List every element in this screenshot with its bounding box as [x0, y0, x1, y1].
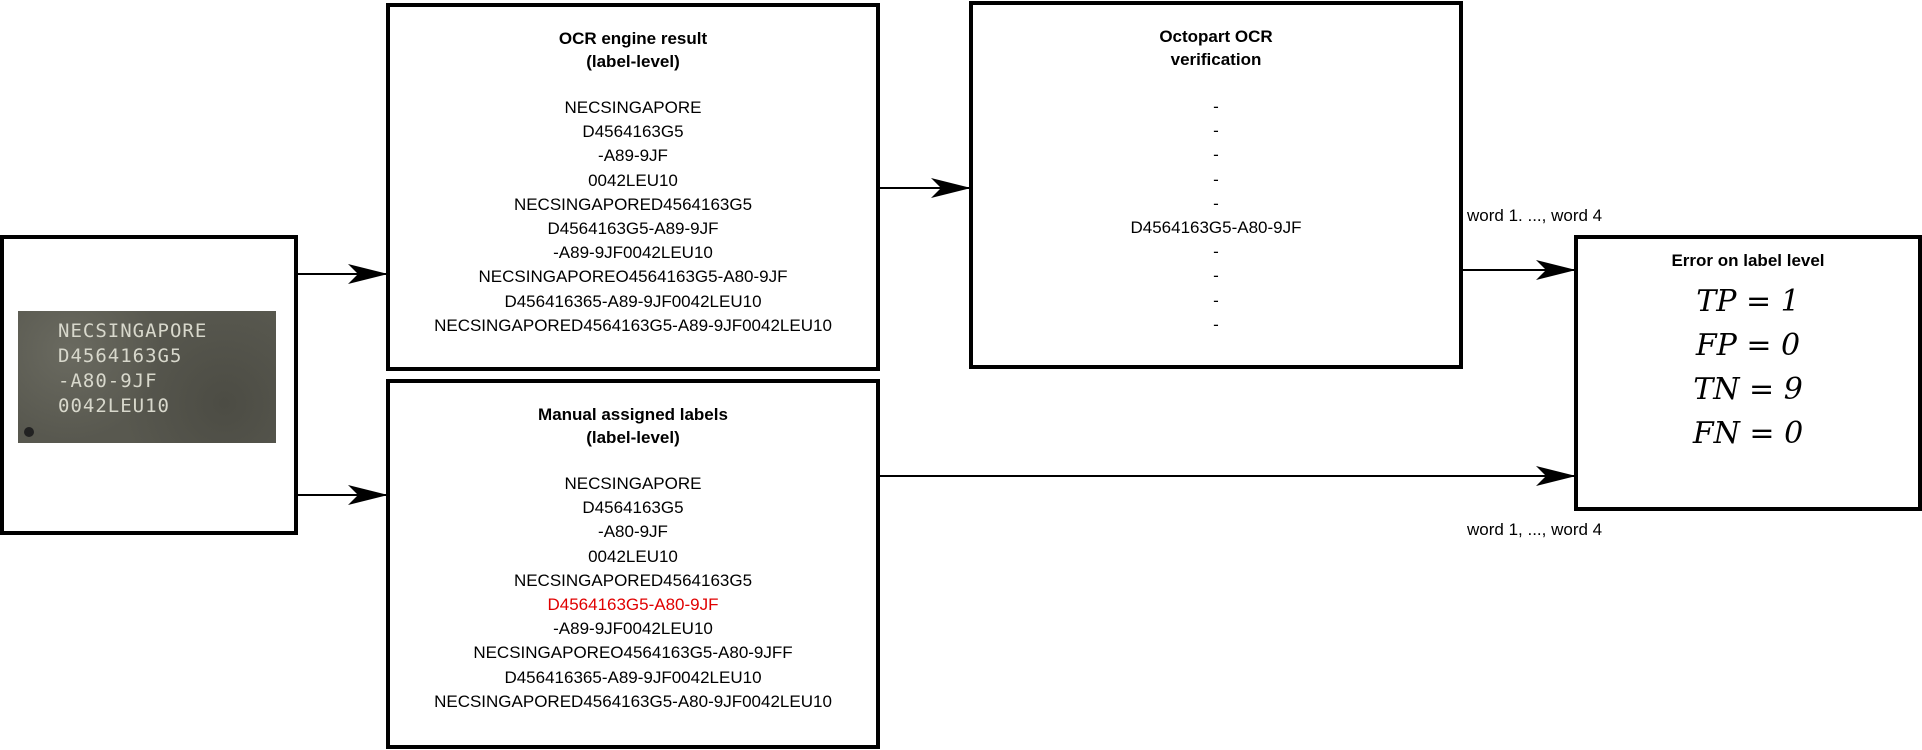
ocr-label-list: NECSINGAPORE D4564163G5 -A89-9JF 0042LEU… — [390, 96, 876, 338]
list-item: NECSINGAPORED4564163G5-A89-9JF0042LEU10 — [434, 315, 832, 335]
chip-photo: NECSINGAPORE D4564163G5 -A80-9JF 0042LEU… — [18, 311, 276, 443]
metric-fn: FN = 0 — [1692, 416, 1804, 451]
list-item: - — [1213, 169, 1219, 189]
list-item: NECSINGAPORE — [564, 474, 702, 493]
list-item: D456416365-A89-9JF0042LEU10 — [504, 667, 762, 687]
caption-word-range-top: word 1. ..., word 4 — [1467, 206, 1603, 225]
octopart-verification-box: Octopart OCR verification - - - - - D456… — [969, 1, 1463, 369]
list-item: D456416365-A89-9JF0042LEU10 — [504, 291, 762, 311]
list-item: NECSINGAPOREO4564163G5-A80-9JFF — [473, 643, 793, 663]
ocr-result-box: OCR engine result (label-level) NECSINGA… — [386, 3, 880, 371]
list-item: 0042LEU10 — [588, 546, 678, 566]
list-item: D4564163G5 — [582, 122, 684, 142]
list-item: 0042LEU10 — [588, 170, 678, 190]
list-item: -A89-9JF0042LEU10 — [553, 619, 713, 639]
list-item: D4564163G5-A80-9JF — [1130, 218, 1302, 238]
list-item: NECSINGAPORED4564163G5 — [513, 194, 753, 214]
octopart-label-list: - - - - - D4564163G5-A80-9JF - - - - — [973, 95, 1459, 337]
list-item: - — [1213, 314, 1219, 334]
list-item: - — [1213, 266, 1219, 286]
metric-fp: FP = 0 — [1695, 328, 1801, 363]
metrics-list: TP = 1 FP = 0 TN = 9 FN = 0 — [1578, 280, 1918, 456]
error-metrics-box: Error on label level TP = 1 FP = 0 TN = … — [1574, 235, 1922, 511]
list-item: NECSINGAPORED4564163G5 — [513, 570, 753, 590]
list-item: -A80-9JF — [598, 522, 668, 542]
list-item: - — [1213, 290, 1219, 310]
caption-word-range-bottom: word 1, ..., word 4 — [1467, 520, 1603, 539]
list-item: - — [1213, 242, 1219, 262]
list-item: - — [1213, 193, 1219, 213]
metric-tp: TP = 1 — [1696, 284, 1800, 319]
list-item: NECSINGAPOREO4564163G5-A80-9JF — [478, 267, 788, 287]
list-item: -A89-9JF — [598, 146, 668, 166]
error-metrics-title: Error on label level — [1671, 251, 1825, 270]
list-item: - — [1213, 145, 1219, 165]
manual-label-list: NECSINGAPORE D4564163G5 -A80-9JF 0042LEU… — [390, 472, 876, 714]
chip-marking-text: NECSINGAPORE D4564163G5 -A80-9JF 0042LEU… — [58, 320, 208, 417]
highlighted-list-item: D4564163G5-A80-9JF — [547, 595, 719, 615]
list-item: D4564163G5-A89-9JF — [547, 219, 719, 239]
list-item: -A89-9JF0042LEU10 — [553, 243, 713, 263]
list-item: NECSINGAPORED4564163G5-A80-9JF0042LEU10 — [434, 691, 832, 711]
list-item: NECSINGAPORE — [564, 98, 702, 117]
manual-labels-box: Manual assigned labels (label-level) NEC… — [386, 379, 880, 749]
list-item: D4564163G5 — [582, 498, 684, 518]
manual-labels-title: Manual assigned labels (label-level) — [538, 405, 728, 447]
list-item: - — [1213, 121, 1219, 141]
list-item: - — [1213, 97, 1219, 116]
metric-tn: TN = 9 — [1693, 372, 1803, 407]
octopart-verification-title: Octopart OCR verification — [1159, 27, 1273, 69]
chip-pin1-dot — [24, 427, 34, 437]
ocr-result-title: OCR engine result (label-level) — [558, 29, 708, 71]
